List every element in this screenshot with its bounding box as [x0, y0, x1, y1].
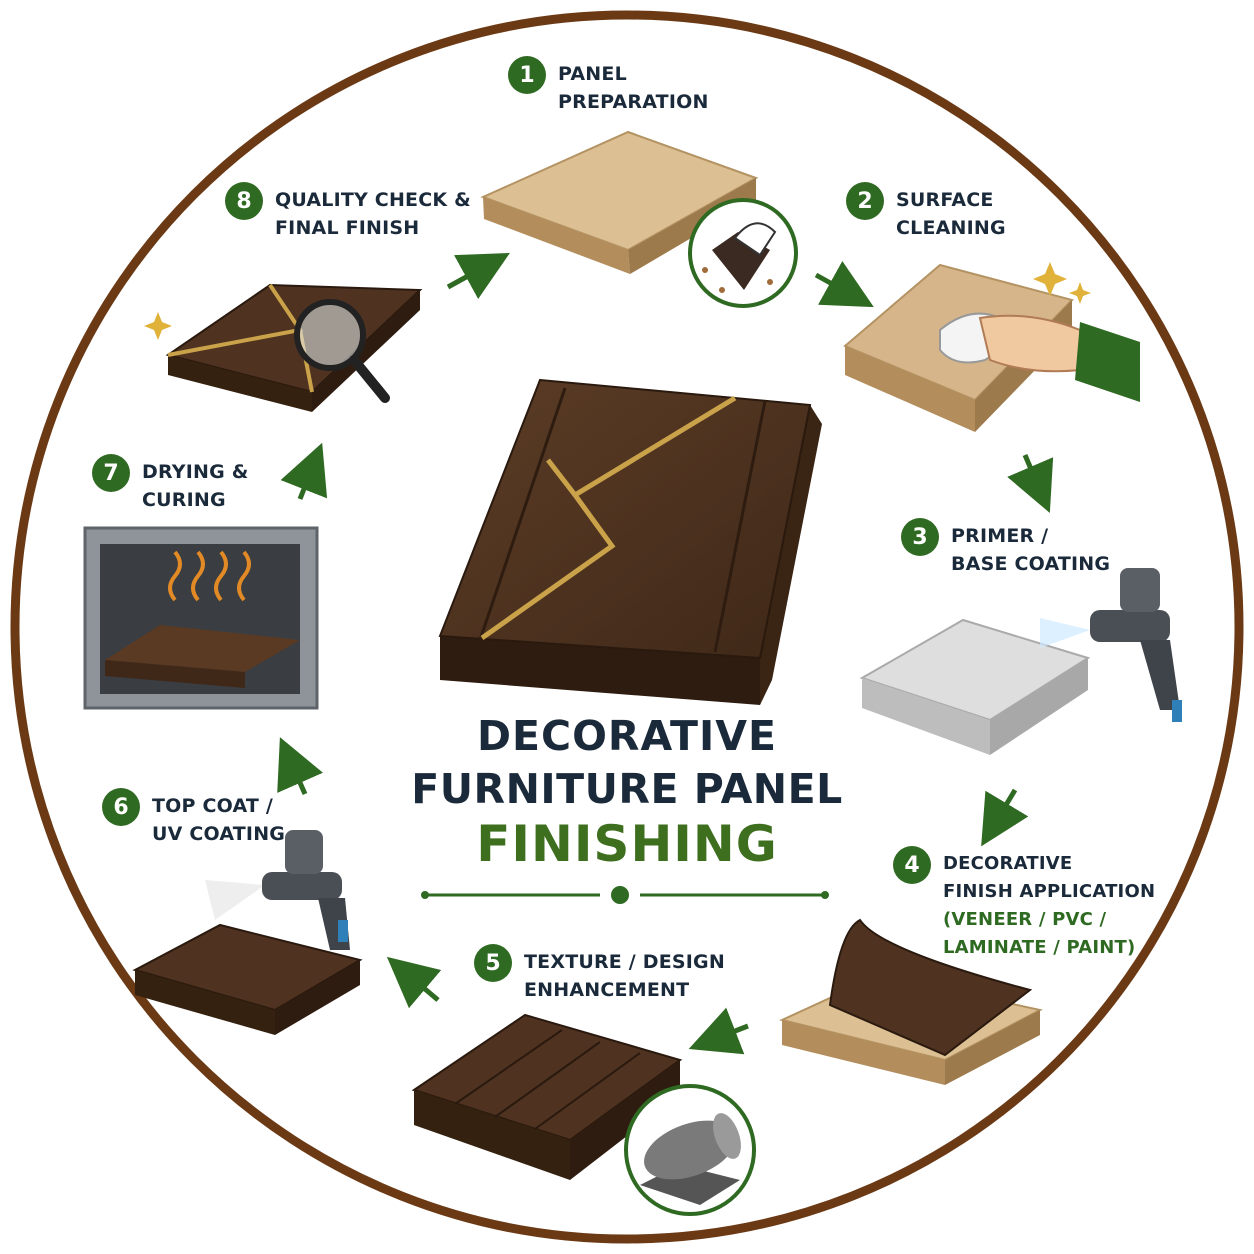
- step-title-line: FINISH APPLICATION: [943, 881, 1156, 902]
- mdf-panel-illustration: [480, 130, 798, 308]
- step-number-badge: 3: [901, 518, 939, 556]
- step-title-line: PANEL: [558, 63, 627, 85]
- step-number-badge: 7: [92, 454, 130, 492]
- curing-oven-illustration: [83, 526, 319, 710]
- step-subtitle-line: (VENEER / PVC /: [943, 909, 1107, 930]
- step-number-badge: 5: [474, 944, 512, 982]
- arrow-2-to-3: [1007, 454, 1054, 513]
- step-title-line: FINAL FINISH: [275, 217, 420, 239]
- step-title-line: CURING: [142, 489, 226, 511]
- title-line-3: FINISHING: [476, 815, 778, 873]
- arrow-4-to-5: [688, 1007, 749, 1055]
- cleaning-panel-illustration: [843, 262, 1140, 432]
- quality-check-illustration: [144, 283, 423, 412]
- primer-panel-illustration: [859, 568, 1182, 755]
- step-title-line: CLEANING: [896, 217, 1006, 239]
- title-line-2: FURNITURE PANEL: [411, 765, 843, 813]
- arrow-1-to-2: [814, 261, 874, 308]
- step-number-badge: 2: [846, 182, 884, 220]
- laminate-panel-illustration: [778, 918, 1043, 1085]
- arrow-5-to-6: [386, 956, 442, 1009]
- arrow-8-to-1: [446, 252, 510, 299]
- step-title-line: PREPARATION: [558, 91, 709, 113]
- step-subtitle-line: LAMINATE / PAINT): [943, 937, 1136, 958]
- step-4-label: 4 DECORATIVE FINISH APPLICATION (VENEER …: [893, 846, 1156, 962]
- step-title-line: TOP COAT /: [152, 795, 273, 817]
- cleaning-cloth-hand-icon: [939, 312, 1140, 402]
- step-title-line: UV COATING: [152, 823, 286, 845]
- flow-arrows: [277, 252, 1054, 1055]
- title-line-1: DECORATIVE: [476, 712, 778, 760]
- spray-gun-icon: [1040, 568, 1182, 722]
- texture-panel-illustration: [411, 1013, 756, 1216]
- step-6-label: 6 TOP COAT / UV COATING: [102, 788, 286, 848]
- texture-roller-icon: [640, 1113, 741, 1205]
- center-panel-illustration: [438, 378, 822, 705]
- step-5-label: 5 TEXTURE / DESIGN ENHANCEMENT: [474, 944, 725, 1004]
- step-title-line: DECORATIVE: [943, 853, 1073, 874]
- step-title-line: QUALITY CHECK &: [275, 189, 471, 211]
- spray-gun-icon: [205, 830, 350, 950]
- step-7-label: 7 DRYING & CURING: [92, 454, 249, 514]
- step-3-label: 3 PRIMER / BASE COATING: [901, 518, 1111, 578]
- step-title-line: DRYING &: [142, 461, 249, 483]
- step-1-label: 1 PANEL PREPARATION: [508, 56, 709, 116]
- step-number-badge: 8: [225, 182, 263, 220]
- laminate-sheet-icon: [828, 918, 1033, 1057]
- step-number-badge: 6: [102, 788, 140, 826]
- step-number-badge: 1: [508, 56, 546, 94]
- topcoat-panel-illustration: [132, 830, 363, 1035]
- sanding-block-icon: [702, 222, 777, 293]
- arrow-7-to-8: [280, 442, 328, 500]
- step-title-line: BASE COATING: [951, 553, 1111, 575]
- step-2-label: 2 SURFACE CLEANING: [846, 182, 1006, 242]
- arrow-6-to-7: [277, 737, 323, 796]
- arrow-3-to-4: [981, 788, 1029, 847]
- title-divider: [421, 886, 829, 904]
- step-8-label: 8 QUALITY CHECK & FINAL FINISH: [225, 182, 471, 242]
- magnifier-icon: [294, 299, 390, 403]
- step-title-line: SURFACE: [896, 189, 994, 211]
- step-title-line: PRIMER /: [951, 525, 1049, 547]
- step-title-line: ENHANCEMENT: [524, 979, 690, 1001]
- step-number-badge: 4: [893, 846, 931, 884]
- step-title-line: TEXTURE / DESIGN: [524, 951, 725, 973]
